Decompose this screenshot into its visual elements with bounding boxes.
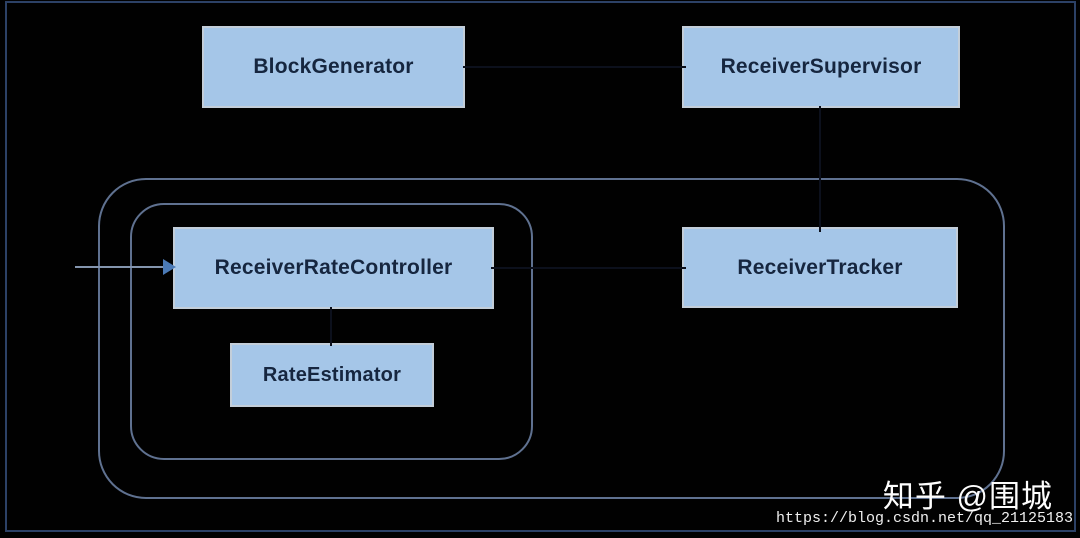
node-receiver-tracker: ReceiverTracker [682, 227, 958, 308]
input-arrow-head-icon [163, 259, 176, 275]
node-rate-estimator: RateEstimator [230, 343, 434, 407]
node-label: ReceiverSupervisor [720, 55, 922, 78]
node-block-generator: BlockGenerator [202, 26, 465, 108]
watermark-url: https://blog.csdn.net/qq_21125183 [775, 510, 1073, 527]
node-label: ReceiverRateController [214, 256, 453, 279]
receiver-tracker-group-outline [98, 178, 1005, 499]
node-receiver-supervisor: ReceiverSupervisor [682, 26, 960, 108]
connector-ratecontroller-receivertracker [491, 267, 686, 269]
node-label: RateEstimator [262, 363, 402, 386]
connector-receiversupervisor-receivertracker [819, 106, 821, 232]
node-receiver-rate-controller: ReceiverRateController [173, 227, 494, 309]
input-arrow-line [75, 266, 165, 268]
slide-frame-border [5, 1, 1076, 532]
node-label: ReceiverTracker [737, 255, 903, 279]
rate-controller-group-outline [130, 203, 533, 460]
connector-blockgenerator-receiversupervisor [463, 66, 686, 68]
node-label: BlockGenerator [253, 55, 414, 78]
watermark-brand: 知乎 @围城 [882, 479, 1053, 514]
connector-ratecontroller-rateestimator [330, 307, 332, 346]
